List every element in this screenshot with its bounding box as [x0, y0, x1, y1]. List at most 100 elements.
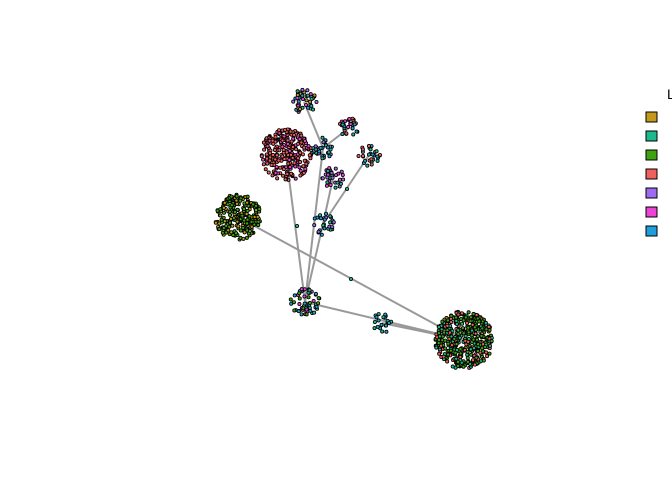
graph-node	[319, 232, 324, 237]
node-cluster	[320, 166, 346, 190]
graph-node	[460, 321, 465, 326]
graph-node	[309, 103, 314, 108]
graph-node	[313, 291, 318, 296]
graph-node	[234, 194, 239, 199]
graph-node	[439, 327, 444, 332]
graph-node	[316, 296, 321, 301]
graph-node	[453, 350, 458, 355]
graph-node	[302, 139, 307, 144]
legend-key	[645, 225, 658, 237]
graph-node	[297, 296, 302, 301]
graph-node	[288, 297, 293, 302]
graph-node	[369, 157, 374, 162]
graph-node	[436, 337, 441, 342]
legend-key	[645, 187, 658, 199]
graph-node	[285, 138, 290, 143]
graph-node	[344, 131, 349, 136]
graph-node	[456, 331, 461, 336]
graph-node	[455, 348, 460, 353]
graph-node	[475, 349, 480, 354]
graph-node	[292, 308, 297, 313]
graph-node	[374, 149, 379, 154]
graph-node	[468, 347, 473, 352]
graph-node	[217, 227, 222, 232]
graph-node	[296, 99, 301, 104]
graph-node	[465, 349, 470, 354]
graph-node	[372, 326, 377, 331]
graph-node	[227, 224, 232, 229]
graph-node	[322, 226, 327, 231]
graph-node	[485, 354, 490, 359]
graph-node	[300, 93, 305, 98]
graph-node	[472, 362, 477, 367]
graph-node	[254, 208, 259, 213]
graph-node	[365, 163, 370, 168]
node-cluster	[291, 87, 319, 114]
graph-node	[465, 359, 470, 364]
graph-node	[251, 202, 256, 207]
graph-node	[445, 323, 450, 328]
graph-node	[460, 326, 465, 331]
graph-node	[273, 157, 278, 162]
graph-node	[361, 153, 366, 158]
graph-node	[302, 294, 307, 299]
graph-node	[301, 170, 306, 175]
graph-node	[218, 213, 223, 218]
graph-node	[335, 180, 340, 185]
graph-node	[236, 224, 241, 229]
graph-node	[472, 325, 477, 330]
graph-node	[462, 348, 467, 353]
graph-node	[442, 330, 447, 335]
graph-node	[454, 342, 459, 347]
node-cluster	[259, 127, 314, 182]
graph-node	[333, 185, 338, 190]
legend-key	[645, 168, 658, 180]
graph-node	[375, 324, 380, 329]
graph-node	[314, 304, 319, 309]
graph-node	[295, 89, 300, 94]
graph-node	[281, 173, 286, 178]
graph-node	[328, 182, 333, 187]
graph-node	[242, 230, 247, 235]
graph-node	[456, 312, 461, 317]
graph-node	[221, 205, 226, 210]
graph-node	[376, 318, 381, 323]
graph-node	[229, 194, 234, 199]
graph-node	[456, 328, 461, 333]
graph-node	[475, 337, 480, 342]
legend-keys	[645, 111, 658, 237]
graph-node	[479, 333, 484, 338]
graph-node	[297, 302, 302, 307]
graph-node	[320, 135, 325, 140]
node-cluster	[311, 135, 334, 161]
graph-node	[228, 220, 233, 225]
graph-node	[455, 359, 460, 364]
graph-node	[244, 235, 249, 240]
graph-node	[449, 313, 454, 318]
graph-node	[487, 343, 492, 348]
graph-node	[446, 341, 451, 346]
graph-node	[213, 220, 218, 225]
graph-node	[366, 152, 371, 157]
graph-node	[449, 320, 454, 325]
node-cluster	[433, 309, 494, 370]
graph-node	[229, 203, 234, 208]
graph-node	[274, 165, 279, 170]
graph-node	[471, 337, 476, 342]
graph-node	[473, 331, 478, 336]
graph-node	[384, 323, 389, 328]
graph-node	[273, 170, 278, 175]
graph-node	[468, 315, 473, 320]
graph-node	[447, 330, 452, 335]
graph-node	[266, 170, 271, 175]
graph-node	[458, 351, 463, 356]
graph-node	[307, 305, 312, 310]
graph-node	[289, 171, 294, 176]
node-cluster	[288, 287, 322, 317]
graph-edge	[303, 101, 324, 149]
graph-node	[290, 145, 295, 150]
graph-node	[466, 330, 471, 335]
graph-node	[314, 100, 319, 105]
graph-node	[374, 315, 379, 320]
graph-node	[318, 146, 323, 151]
